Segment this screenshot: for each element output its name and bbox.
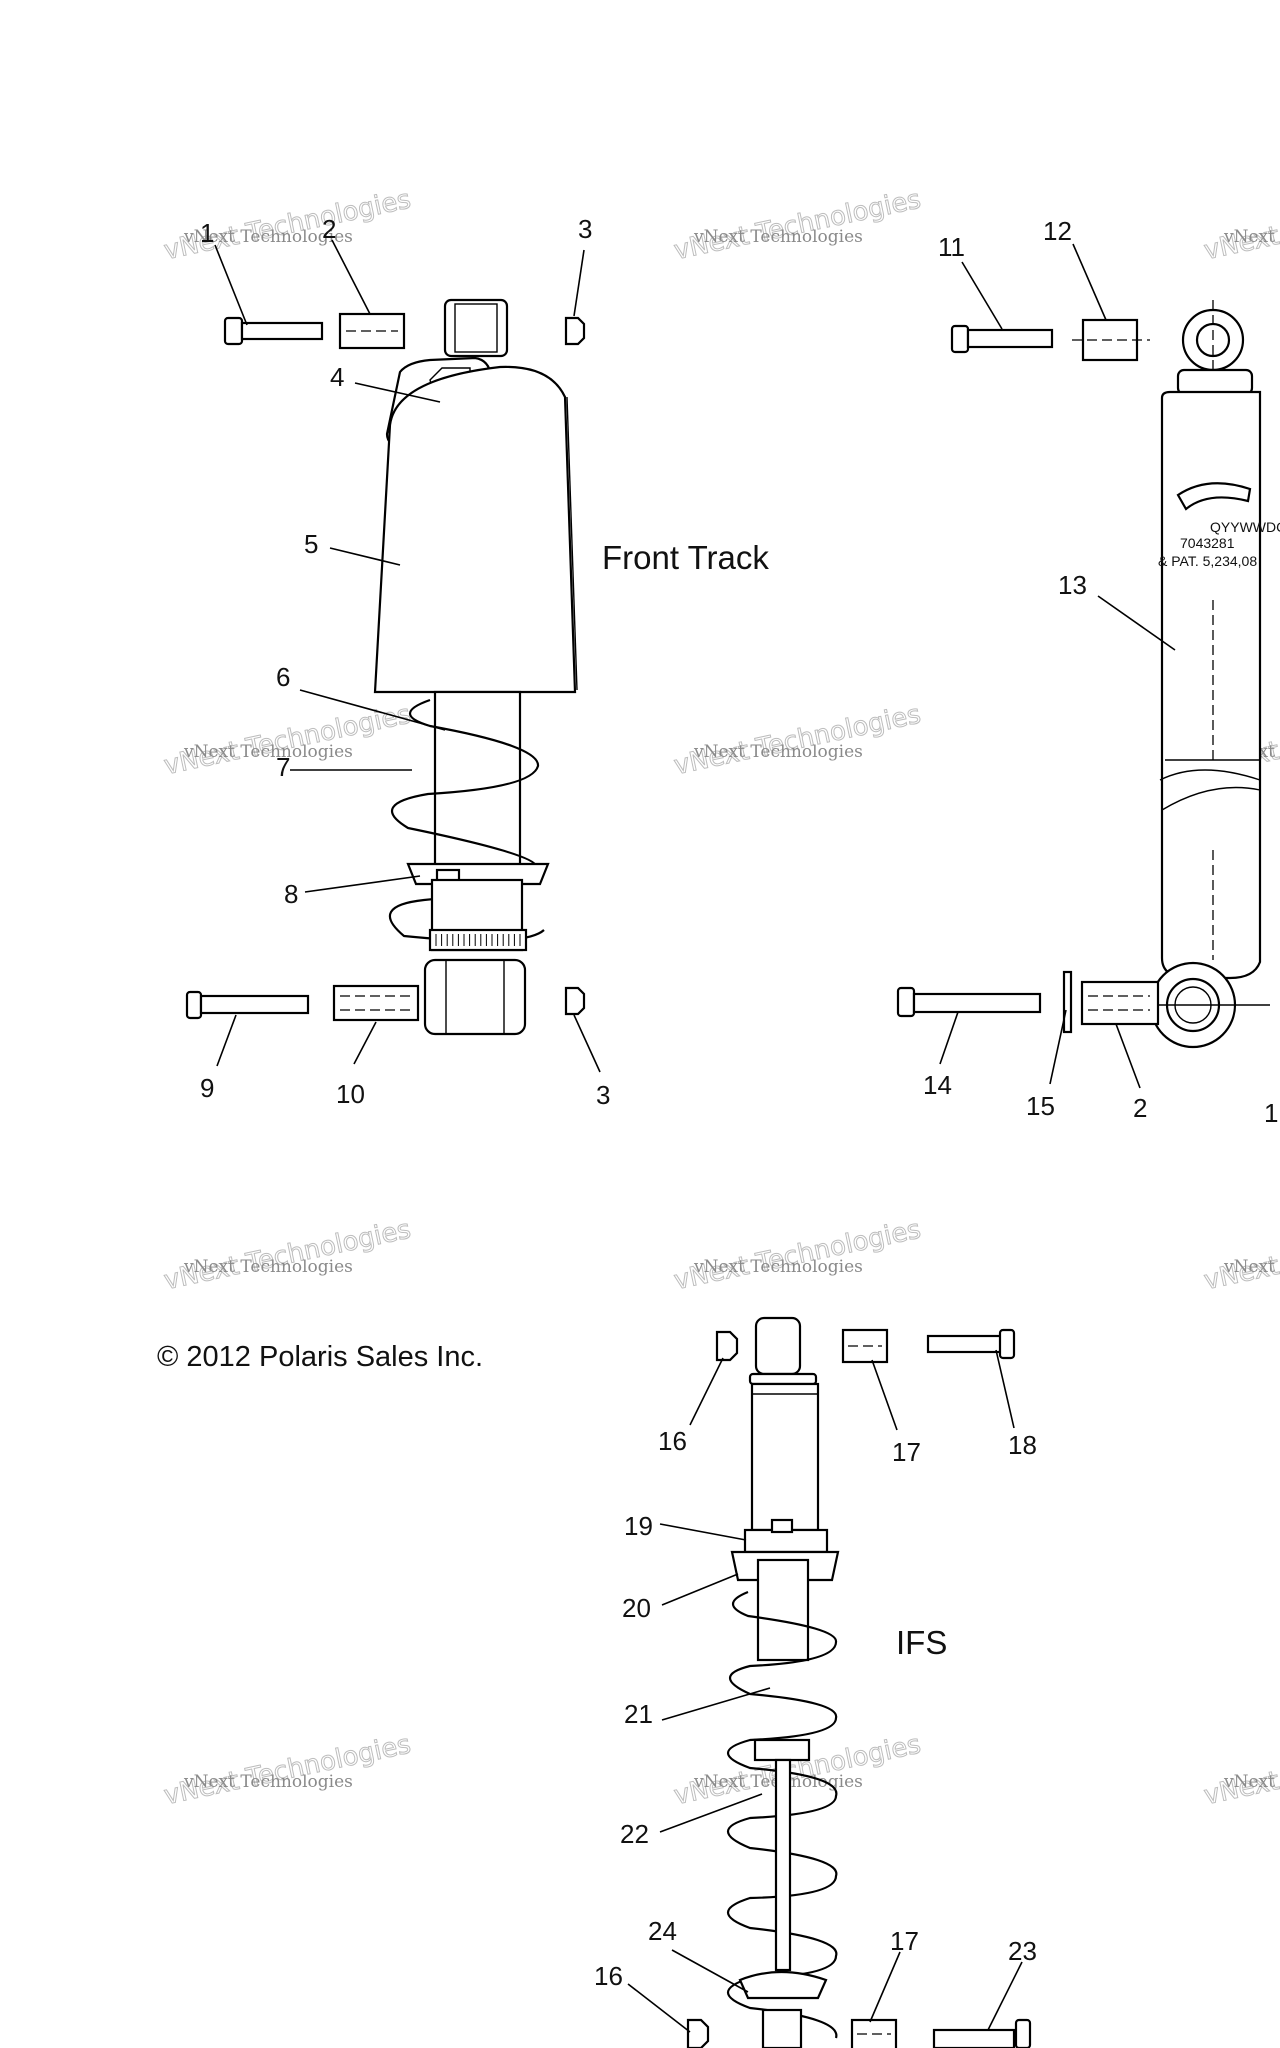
knurl-ring: [435, 934, 521, 946]
watermark-outline-text: vNext Technologies: [671, 185, 923, 267]
front-track-leaders: [214, 239, 601, 1073]
callout-19: 19: [624, 1511, 653, 1541]
watermark-text: vNext Technologies: [693, 1257, 863, 1277]
watermark-text: vNext Technologies: [1223, 227, 1280, 247]
watermark-text: vNext Technologies: [183, 1772, 353, 1792]
watermark-text: vNext Technologies: [183, 227, 353, 247]
watermark-text: vNext Technologies: [183, 742, 353, 762]
watermark-outline-text: vNext Technologies: [671, 1215, 923, 1297]
section-label-front-track: Front Track: [602, 539, 769, 576]
watermark-outline-text: vNext Technologies: [1201, 185, 1280, 267]
rear-shock-assembly: QYYWWDC 7043281 & PAT. 5,234,08: [896, 300, 1280, 1049]
ifs-leaders: [627, 1349, 1023, 2033]
callout-2: 2: [322, 214, 336, 244]
front-track-shock-assembly: [185, 298, 586, 1036]
callout-10: 10: [336, 1079, 365, 1109]
callout-16: 16: [658, 1426, 687, 1456]
callout-18: 18: [1008, 1430, 1037, 1460]
watermark-text: vNext Technologies: [1223, 1772, 1280, 1792]
copyright-notice: © 2012 Polaris Sales Inc.: [157, 1341, 483, 1373]
watermark-text: vNext Technologies: [183, 1257, 353, 1277]
watermark-outline-text: vNext Technologies: [1201, 1730, 1280, 1812]
callout-13: 13: [1058, 570, 1087, 600]
callout-4: 4: [330, 362, 344, 392]
callout-21: 21: [624, 1699, 653, 1729]
watermark-outline-text: vNext Technologies: [1201, 1215, 1280, 1297]
callout-17: 17: [892, 1437, 921, 1467]
callout-8: 8: [284, 879, 298, 909]
callout-22: 22: [620, 1819, 649, 1849]
callout-24: 24: [648, 1916, 677, 1946]
section-label-ifs: IFS: [896, 1624, 947, 1661]
bolt-part-1: [223, 316, 324, 346]
nut-part-3-top: [564, 316, 586, 346]
callout-17-bottom: 17: [890, 1926, 919, 1956]
watermark-text: vNext Technologies: [693, 227, 863, 247]
callout-1-right: 1: [1264, 1098, 1278, 1128]
sleeve-part-10: [332, 984, 420, 1022]
callout-16-bottom: 16: [594, 1961, 623, 1991]
callout-1: 1: [200, 218, 214, 248]
callout-7: 7: [276, 752, 290, 782]
callout-20: 20: [622, 1593, 651, 1623]
callout-3-bottom: 3: [596, 1080, 610, 1110]
callout-15: 15: [1026, 1091, 1055, 1121]
ifs-shock-assembly: [686, 1316, 1032, 2048]
shock-marking-3: & PAT. 5,234,08: [1158, 553, 1257, 569]
rear-shock-leaders: [939, 243, 1176, 1089]
watermark-text: vNext Technologies: [1223, 1257, 1280, 1277]
watermark-outline-text: vNext Technologies: [671, 700, 923, 782]
watermark-outline-text: vNext Technologies: [161, 1215, 413, 1297]
watermark-outline-text: vNext Technologies: [161, 1730, 413, 1812]
bolt-part-9: [185, 990, 310, 1020]
callout-23: 23: [1008, 1936, 1037, 1966]
callout-3: 3: [578, 214, 592, 244]
watermark-text: vNext Technologies: [693, 742, 863, 762]
callout-6: 6: [276, 662, 290, 692]
sleeve-part-2: [338, 312, 406, 350]
callout-9: 9: [200, 1073, 214, 1103]
callout-12: 12: [1043, 216, 1072, 246]
callout-14: 14: [923, 1070, 952, 1100]
callout-2-right: 2: [1133, 1093, 1147, 1123]
shock-marking-2: 7043281: [1180, 535, 1235, 551]
shock-marking-1: QYYWWDC: [1210, 519, 1280, 535]
callout-5: 5: [304, 529, 318, 559]
callout-11: 11: [938, 232, 965, 262]
